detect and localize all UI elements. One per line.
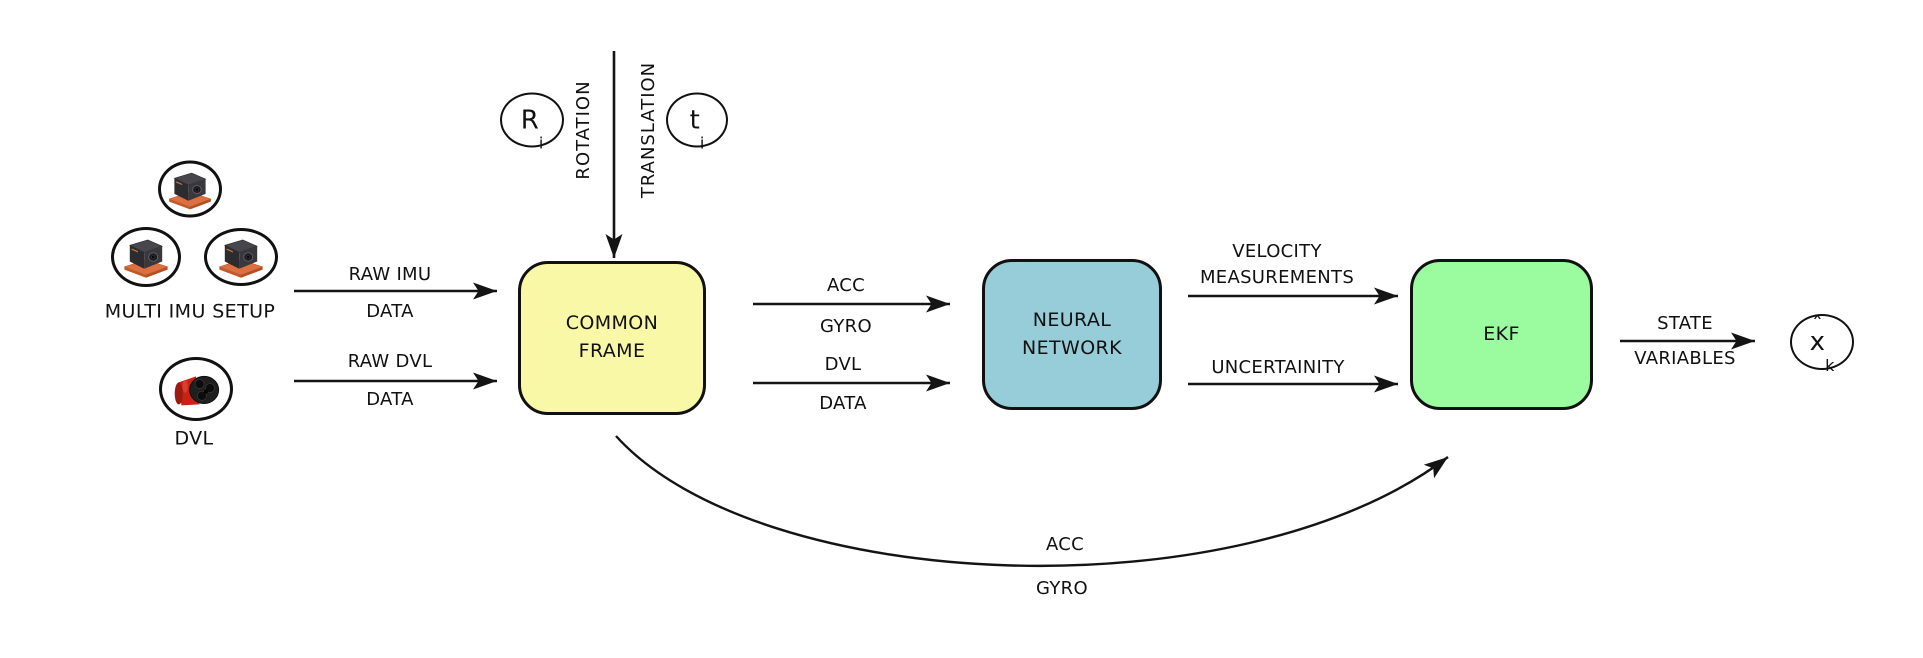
imu-sensor-icon: [123, 239, 169, 278]
rotation-symbol: R: [520, 105, 539, 135]
ekf-label: EKF: [1483, 322, 1520, 345]
ekf-box: EKF: [1410, 259, 1593, 410]
dvl-sensor-circle: [159, 357, 233, 421]
translation-label: TRANSLATION: [638, 61, 659, 199]
translation-symbol-subscript: i: [699, 133, 705, 153]
state-label-line1: STATE: [1657, 313, 1713, 334]
raw-dvl-label-line2: DATA: [366, 389, 414, 410]
imu-sensor-circle-top: [158, 160, 222, 218]
state-label-line2: VARIABLES: [1634, 348, 1736, 369]
dvl-sensor-icon: [174, 375, 220, 406]
feedback-curve-arrow: [615, 435, 1449, 567]
neural-network-box: NEURAL NETWORK: [982, 259, 1162, 410]
dvl-data-label-line2: DATA: [819, 393, 867, 414]
imu-sensor-icon: [168, 172, 212, 209]
state-output-circle: ˆ x k: [1790, 314, 1854, 374]
rotation-label: ROTATION: [573, 80, 594, 180]
state-symbol: x: [1809, 327, 1826, 357]
velocity-label-line2: MEASUREMENTS: [1199, 267, 1355, 288]
dvl-label: DVL: [174, 427, 214, 450]
acc-gyro-label-line2: GYRO: [820, 316, 872, 337]
imu-sensor-icon: [218, 239, 264, 278]
common-frame-box: COMMON FRAME: [518, 261, 706, 415]
translation-symbol: t: [689, 105, 700, 135]
raw-imu-label-line2: DATA: [366, 301, 414, 322]
multi-imu-setup-label: MULTI IMU SETUP: [104, 300, 276, 323]
imu-sensor-circle-left: [111, 227, 181, 287]
rotation-symbol-subscript: i: [538, 133, 544, 153]
feedback-label-line1: ACC: [1045, 534, 1085, 555]
acc-gyro-label-line1: ACC: [826, 275, 866, 296]
raw-imu-label-line1: RAW IMU: [348, 264, 432, 285]
neural-network-label-line1: NEURAL: [1032, 308, 1112, 331]
raw-dvl-label-line1: RAW DVL: [347, 351, 433, 372]
common-frame-label-line1: COMMON: [565, 312, 659, 335]
feedback-label-line2: GYRO: [1036, 578, 1088, 599]
common-frame-label-line2: FRAME: [578, 340, 646, 362]
neural-network-label-line2: NETWORK: [1021, 336, 1123, 359]
state-symbol-hat: ˆ: [1811, 314, 1823, 339]
uncertainty-label: UNCERTAINITY: [1211, 357, 1345, 378]
state-symbol-subscript: k: [1825, 356, 1835, 375]
dvl-data-label-line1: DVL: [824, 354, 862, 375]
velocity-label-line1: VELOCITY: [1232, 241, 1322, 262]
imu-sensor-circle-right: [204, 228, 278, 286]
